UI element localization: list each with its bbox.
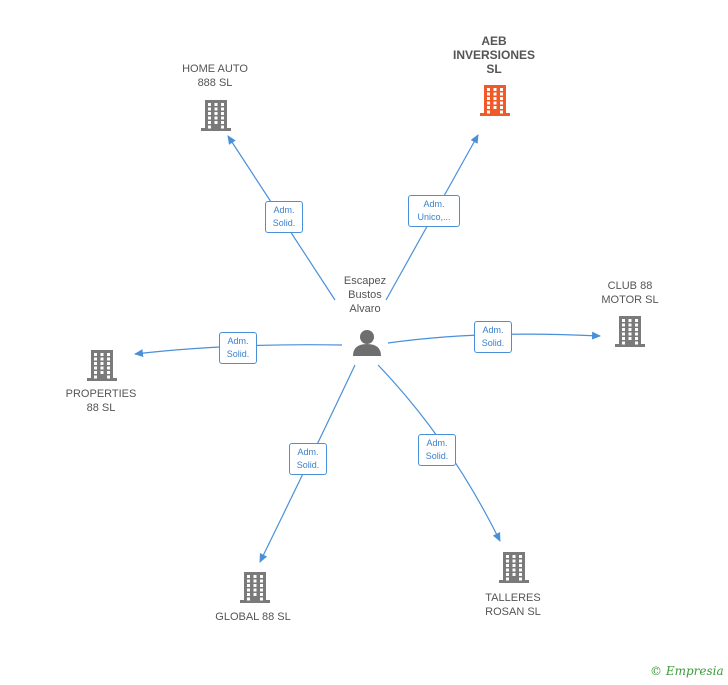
building-icon [480, 85, 510, 116]
node-global88[interactable]: GLOBAL 88 SL [193, 610, 313, 624]
edge-label-line: Adm. [426, 438, 448, 448]
edge-label-line: Adm. [273, 205, 295, 215]
building-icon [499, 552, 529, 583]
brand-name: Empresia [665, 664, 724, 678]
edge-label-club88[interactable]: Adm. Solid. [474, 321, 512, 353]
node-properties-line: 88 SL [86, 402, 116, 414]
brand-logo: © Empresia [650, 664, 724, 678]
building-icon [201, 100, 231, 131]
edge-label-global88[interactable]: Adm. Solid. [289, 443, 327, 475]
edge-label-line: Adm. [227, 336, 249, 346]
node-properties-line: PROPERTIES [65, 388, 137, 400]
node-talleres-line: TALLERES [485, 592, 541, 604]
edge-label-line: Adm. [482, 325, 504, 335]
edge-label-talleres[interactable]: Adm. Solid. [418, 434, 456, 466]
node-club88[interactable]: CLUB 88 MOTOR SL [570, 279, 690, 307]
node-club88-line: CLUB 88 [607, 280, 653, 292]
node-aeb-line: AEB [481, 34, 507, 48]
node-home-auto-line: 888 SL [197, 77, 233, 89]
node-talleres-line: ROSAN SL [485, 606, 541, 618]
edge-label-line: Solid. [296, 460, 320, 470]
node-center-person-line: Bustos [348, 289, 382, 301]
node-club88-line: MOTOR SL [601, 294, 659, 306]
node-home-auto[interactable]: HOME AUTO 888 SL [155, 62, 275, 90]
edge-label-line: Solid. [425, 451, 449, 461]
building-icon [240, 572, 270, 603]
edge-label-line: Adm. [297, 447, 319, 457]
node-home-auto-line: HOME AUTO [182, 63, 248, 75]
node-global88-line: GLOBAL 88 SL [215, 611, 291, 623]
node-center-person-line: Escapez [343, 275, 387, 287]
node-aeb-line: INVERSIONES [452, 48, 536, 62]
building-icon [87, 350, 117, 381]
edge-label-properties[interactable]: Adm. Solid. [219, 332, 257, 364]
edge-label-line: Unico,... [417, 212, 451, 222]
copyright-symbol: © [650, 664, 662, 678]
node-talleres[interactable]: TALLERES ROSAN SL [453, 591, 573, 619]
edge-label-line: Adm. [423, 199, 445, 209]
building-icon [615, 316, 645, 347]
node-center-person-line: Alvaro [349, 303, 381, 315]
edge-label-aeb[interactable]: Adm. Unico,... [408, 195, 460, 227]
node-properties[interactable]: PROPERTIES 88 SL [41, 387, 161, 415]
person-icon [353, 330, 381, 356]
edge-label-home-auto[interactable]: Adm. Solid. [265, 201, 303, 233]
edge-label-line: Solid. [481, 338, 505, 348]
edge-label-line: Solid. [272, 218, 296, 228]
edge-label-line: Solid. [226, 349, 250, 359]
node-aeb-line: SL [486, 62, 502, 76]
